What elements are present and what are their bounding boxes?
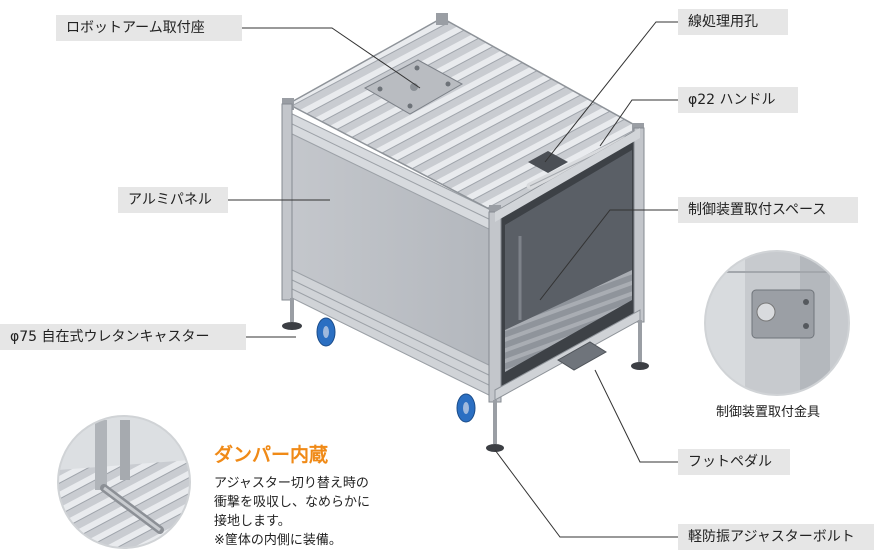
label-aluminum-panel: アルミパネル	[118, 187, 228, 213]
leader-lines	[228, 21, 678, 538]
casters-and-feet	[282, 298, 649, 452]
label-cable-hole: 線処理用孔	[678, 9, 788, 35]
damper-detail	[58, 416, 190, 548]
left-side-panel	[287, 111, 496, 399]
feature-line: アジャスター切り替え時の	[214, 476, 369, 491]
feature-title: ダンパー内蔵	[214, 444, 329, 466]
label-adjuster: 軽防振アジャスターボルト	[678, 524, 874, 550]
feature-line: 衝撃を吸収し、なめらかに	[214, 495, 371, 510]
label-caster: φ75 自在式ウレタンキャスター	[0, 324, 246, 350]
front-open-frame	[281, 103, 645, 403]
foot-pedal	[557, 341, 607, 371]
label-robot-mount: ロボットアーム取付座	[56, 15, 242, 41]
top-surface	[282, 13, 644, 217]
feature-line: 接地します。	[214, 514, 291, 529]
label-foot-pedal: フットペダル	[678, 449, 790, 475]
feature-line: ※筐体の内側に装備。	[214, 533, 342, 548]
bracket-detail	[705, 251, 849, 395]
feature-description: アジャスター切り替え時の 衝撃を吸収し、なめらかに 接地します。 ※筐体の内側に…	[214, 474, 370, 550]
label-handle: φ22 ハンドル	[678, 87, 798, 113]
label-control-bracket: 制御装置取付金具	[716, 405, 821, 420]
label-control-space: 制御装置取付スペース	[678, 197, 858, 223]
